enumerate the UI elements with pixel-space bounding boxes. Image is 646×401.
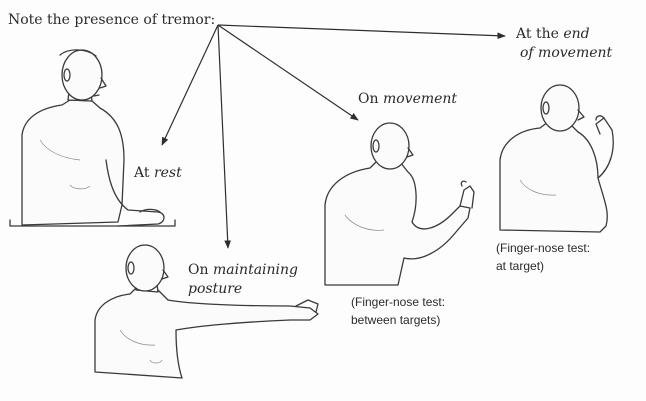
caption-at-target-1: (Finger-nose test:: [496, 241, 590, 255]
label-maintaining-posture: On maintaining: [188, 262, 298, 278]
heading-text: Note the presence of tremor:: [8, 12, 215, 28]
figure-on-movement: [325, 123, 474, 285]
figure-end-of-movement: [500, 85, 613, 232]
label-end-of-movement: At the end: [515, 26, 590, 42]
arrow-to-posture: [218, 25, 228, 248]
caption-between-targets-2: between targets): [351, 313, 440, 327]
label-on-movement: On movement: [358, 91, 457, 107]
arrow-to-end: [218, 25, 505, 36]
label-end-line2: of movement: [520, 45, 613, 61]
arrow-to-movement: [218, 25, 358, 120]
figure-at-rest: [10, 50, 175, 226]
label-posture-line2: posture: [188, 281, 242, 297]
arrow-to-rest: [162, 25, 218, 145]
caption-at-target-2: at target): [496, 259, 544, 273]
caption-between-targets-1: (Finger-nose test:: [351, 295, 445, 309]
label-at-rest: At rest: [133, 165, 182, 181]
